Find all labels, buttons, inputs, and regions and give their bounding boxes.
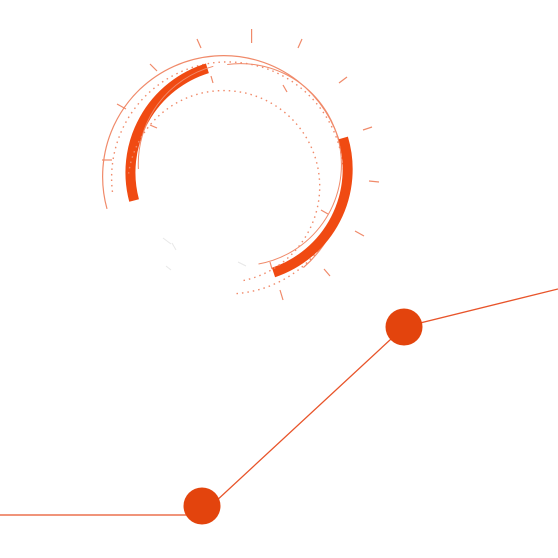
tick-marks xyxy=(102,29,380,301)
inner-dotted-ring xyxy=(127,89,321,282)
inner-ring-right xyxy=(227,63,342,265)
connector-line-graphic xyxy=(0,288,558,525)
inner-ring-left xyxy=(137,65,214,170)
outer-ring xyxy=(102,55,346,269)
gauge-arc-lower-right xyxy=(271,136,353,278)
center-fragments xyxy=(162,237,247,271)
node-dot-upper xyxy=(385,308,423,346)
circular-gauge-icon xyxy=(102,29,380,301)
node-dot-lower xyxy=(183,487,221,525)
connector-line xyxy=(0,288,558,516)
